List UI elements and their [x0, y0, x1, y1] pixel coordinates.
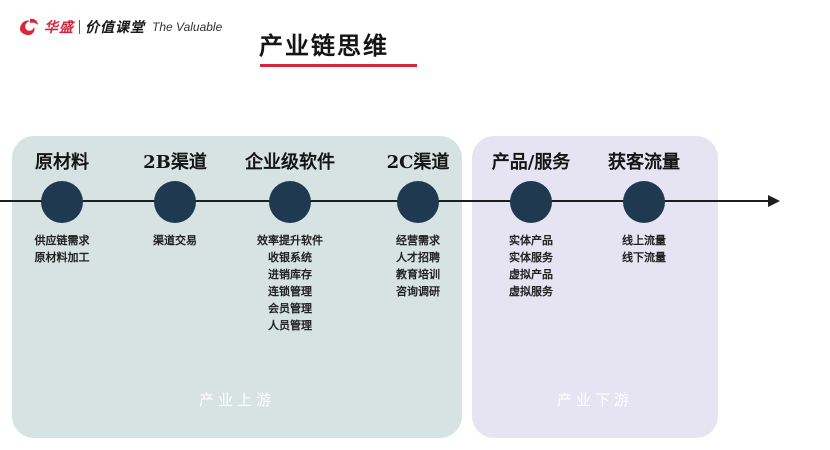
- stage-column: 获客流量线上流量线下流量: [584, 148, 704, 264]
- brand-subname-cn: 价值课堂: [85, 20, 145, 36]
- stage-title: 2B渠道: [143, 152, 207, 173]
- stage-item: 虚拟服务: [509, 285, 553, 298]
- stage-item: 人才招聘: [396, 251, 440, 264]
- stage-column: 2B渠道渠道交易: [115, 148, 235, 247]
- stage-column: 产品/服务实体产品实体服务虚拟产品虚拟服务: [471, 148, 591, 298]
- upstream-label: 产业上游: [198, 391, 275, 409]
- stage-item: 原材料加工: [34, 251, 90, 264]
- stage-column: 企业级软件效率提升软件收银系统进销库存连锁管理会员管理人员管理: [230, 148, 350, 332]
- stage-item: 线下流量: [622, 251, 666, 264]
- timeline-axis: [0, 200, 772, 202]
- stage-title: 获客流量: [608, 152, 680, 173]
- stage-item: 实体产品: [509, 234, 553, 247]
- stage-items: 经营需求人才招聘教育培训咨询调研: [358, 232, 478, 300]
- upstream-panel: 产业上游: [12, 136, 462, 438]
- stage-items: 实体产品实体服务虚拟产品虚拟服务: [471, 232, 591, 300]
- stage-title: 原材料: [35, 152, 89, 173]
- stage-node: [41, 181, 83, 223]
- downstream-panel: 产业下游: [472, 136, 718, 438]
- stage-item: 线上流量: [622, 234, 666, 247]
- stage-items: 效率提升软件收银系统进销库存连锁管理会员管理人员管理: [230, 232, 350, 334]
- stage-node: [623, 181, 665, 223]
- stage-item: 咨询调研: [396, 285, 440, 298]
- stage-title: 2C渠道: [386, 152, 450, 173]
- stage-item: 会员管理: [268, 302, 312, 315]
- stage-item: 效率提升软件: [257, 234, 323, 247]
- stage-node: [510, 181, 552, 223]
- stage-item: 虚拟产品: [509, 268, 553, 281]
- arrow-right-icon: [768, 195, 780, 207]
- stage-node: [154, 181, 196, 223]
- stage-title: 企业级软件: [245, 152, 335, 173]
- stage-item: 经营需求: [396, 234, 440, 247]
- logo-divider: [79, 20, 80, 34]
- stage-item: 渠道交易: [153, 234, 197, 247]
- stage-item: 教育培训: [396, 268, 440, 281]
- brand-logo: 华盛 价值课堂 The Valuable: [18, 16, 222, 38]
- stage-item: 收银系统: [268, 251, 312, 264]
- page-title: 产业链思维: [259, 31, 389, 60]
- stage-column: 2C渠道经营需求人才招聘教育培训咨询调研: [358, 148, 478, 298]
- stage-items: 渠道交易: [115, 232, 235, 249]
- title-underline: [260, 64, 417, 67]
- stage-items: 线上流量线下流量: [584, 232, 704, 266]
- stage-item: 实体服务: [509, 251, 553, 264]
- brand-name-cn: 华盛: [44, 20, 74, 36]
- brand-logo-icon: [20, 18, 38, 36]
- stage-column: 原材料供应链需求原材料加工: [2, 148, 122, 264]
- stage-title: 产品/服务: [491, 152, 571, 173]
- brand-name-en: The Valuable: [152, 20, 223, 34]
- stage-item: 连锁管理: [268, 285, 312, 298]
- stage-items: 供应链需求原材料加工: [2, 232, 122, 266]
- stage-node: [397, 181, 439, 223]
- downstream-label: 产业下游: [556, 391, 633, 409]
- stage-node: [269, 181, 311, 223]
- stage-item: 进销库存: [268, 268, 312, 281]
- stage-item: 供应链需求: [34, 234, 90, 247]
- stage-item: 人员管理: [268, 319, 312, 332]
